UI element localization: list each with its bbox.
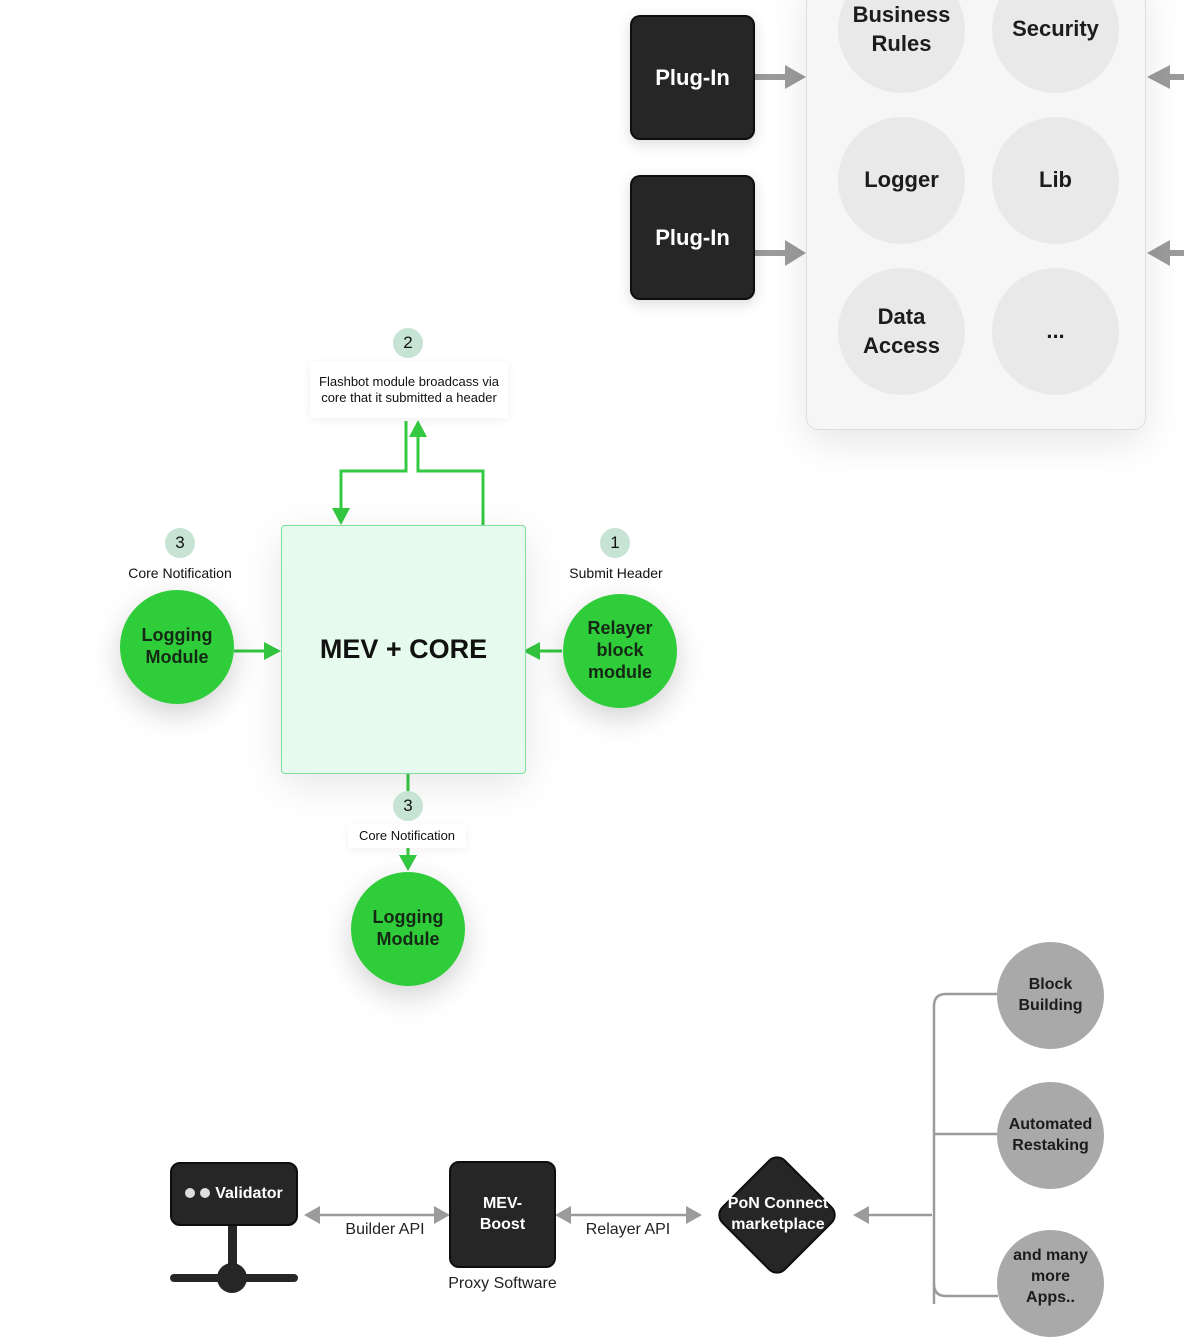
validator-stand xyxy=(170,1224,298,1293)
module-more[interactable]: ... xyxy=(992,268,1119,395)
step-2-badge: 2 xyxy=(393,328,423,358)
step-3-left-label: Core Notification xyxy=(128,565,232,581)
module-logger[interactable]: Logger xyxy=(838,117,965,244)
logging-module-bottom[interactable]: Logging Module xyxy=(351,872,465,986)
validator-box[interactable]: Validator xyxy=(170,1162,298,1226)
module-data-access[interactable]: Data Access xyxy=(838,268,965,395)
logging-module-left[interactable]: Logging Module xyxy=(120,590,234,704)
app-many-more[interactable]: and many more Apps.. xyxy=(997,1230,1104,1337)
mev-boost-box[interactable]: MEV-Boost xyxy=(449,1161,556,1268)
step-3-bottom-label: Core Notification xyxy=(348,824,466,848)
plugin-box-1[interactable]: Plug-In xyxy=(630,15,755,140)
plugin-arrows xyxy=(755,65,1184,266)
validator-label: Validator xyxy=(215,1184,283,1202)
relayer-block-module[interactable]: Relayer block module xyxy=(563,594,677,708)
app-block-building[interactable]: Block Building xyxy=(997,942,1104,1049)
builder-api-label: Builder API xyxy=(345,1221,425,1238)
pon-wires xyxy=(318,992,998,1304)
module-lib[interactable]: Lib xyxy=(992,117,1119,244)
relayer-api-label: Relayer API xyxy=(585,1221,671,1238)
step-1-label: Submit Header xyxy=(569,565,663,581)
app-automated-restaking[interactable]: Automated Restaking xyxy=(997,1082,1104,1189)
marketplace-label: PoN Connect marketplace xyxy=(727,1195,829,1233)
step-1-badge: 1 xyxy=(600,528,630,558)
step-2-label: Flashbot module broadcass via core that … xyxy=(310,362,508,418)
plugin-box-2[interactable]: Plug-In xyxy=(630,175,755,300)
step-3-bottom-badge: 3 xyxy=(393,791,423,821)
connector-lines xyxy=(170,65,1184,1304)
proxy-software-label: Proxy Software xyxy=(448,1275,557,1292)
step-3-left-badge: 3 xyxy=(165,528,195,558)
mev-core-box[interactable]: MEV + CORE xyxy=(281,525,526,774)
status-dots-icon xyxy=(185,1184,215,1205)
